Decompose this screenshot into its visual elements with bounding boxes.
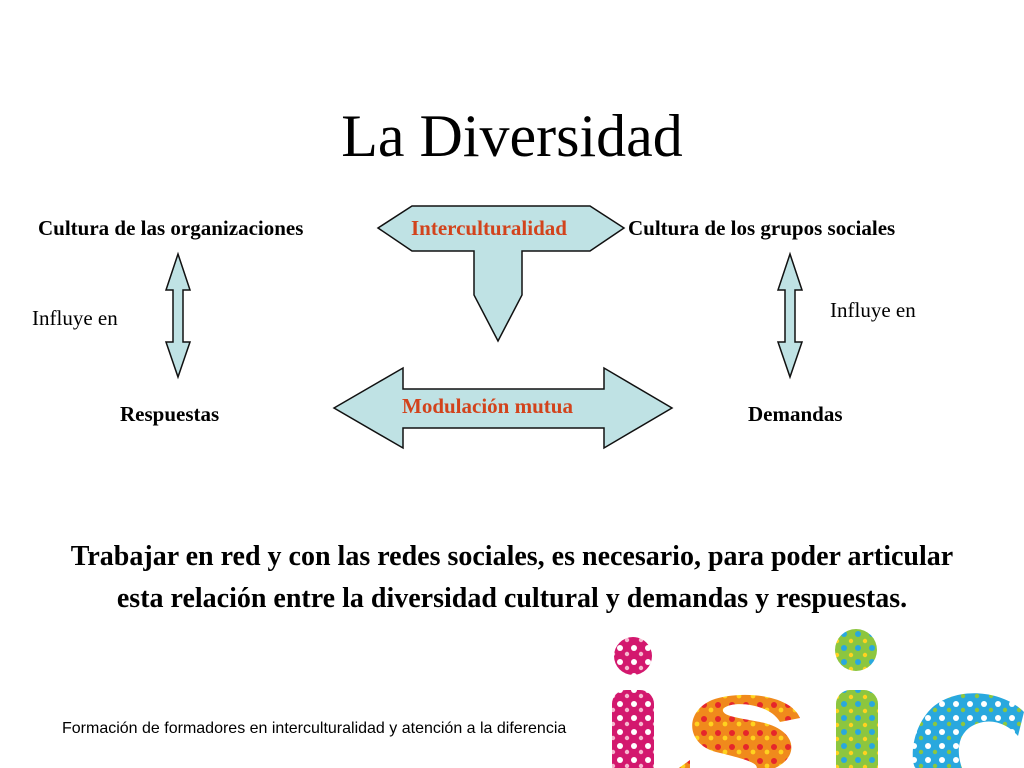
page-title: La Diversidad xyxy=(341,103,683,169)
label-influye-right: Influye en xyxy=(830,298,916,322)
label-interculturalidad: Interculturalidad xyxy=(411,216,567,240)
logo-i1-stem xyxy=(612,690,654,768)
logo-i1-dot xyxy=(614,637,652,675)
logo-i2-stem xyxy=(836,690,878,768)
label-respuestas: Respuestas xyxy=(120,402,220,426)
conclusion-text: Trabajar en red y con las redes sociales… xyxy=(70,541,954,614)
label-modulacion-mutua: Modulación mutua xyxy=(402,394,573,418)
interculturalidad-arrow xyxy=(376,205,626,343)
left-double-arrow xyxy=(164,251,192,380)
logo-c xyxy=(912,693,1024,768)
label-demandas: Demandas xyxy=(748,402,843,426)
logo-s xyxy=(678,694,800,768)
label-cultura-grupos-sociales: Cultura de los grupos sociales xyxy=(628,216,896,240)
footer-text: Formación de formadores en intercultural… xyxy=(62,720,567,737)
label-influye-left: Influye en xyxy=(32,306,118,330)
logo-i2-dot xyxy=(835,629,877,671)
modulacion-double-arrow xyxy=(332,366,674,450)
label-cultura-organizaciones: Cultura de las organizaciones xyxy=(38,216,304,240)
right-double-arrow xyxy=(776,251,804,380)
